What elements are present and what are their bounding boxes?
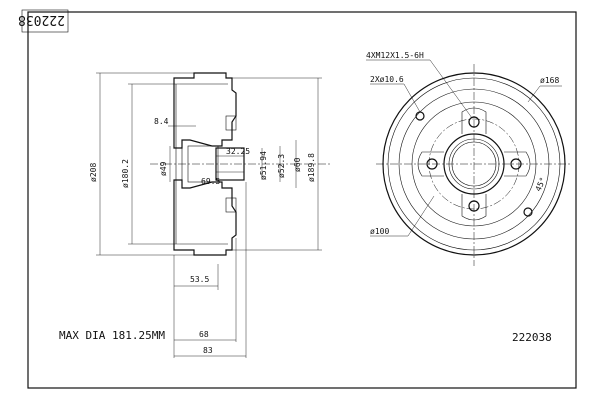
dim-depth-mid: 68 — [199, 330, 209, 339]
outer-rim — [382, 72, 566, 256]
thread-hole-top — [468, 116, 480, 128]
bolt-boss-upper — [225, 115, 237, 131]
rim-inner — [387, 77, 561, 251]
hub-sleeve — [215, 147, 245, 181]
max-dia-note: MAX DIA 181.25MM — [59, 329, 165, 342]
dim-depth-inner: 53.5 — [190, 275, 209, 284]
thread-hole-left — [426, 158, 438, 170]
hub-boss-top — [461, 107, 487, 134]
hub-boss-left — [417, 151, 444, 177]
drum-profile-lower — [173, 179, 237, 256]
hub-circle-outer — [443, 133, 505, 195]
part-number-stamp: 222038 — [18, 9, 69, 33]
dim-hub-bore: ø51.94 — [259, 151, 268, 180]
dim-step-a: 8.4 — [154, 117, 169, 126]
dim-step-c: 69.5 — [201, 177, 220, 186]
thread-hole-right — [510, 158, 522, 170]
dim-angle: 45° — [534, 176, 548, 193]
rib-circle — [411, 101, 537, 227]
side-view: ø208 ø180.2 ø49 8.4 32.25 69.5 ø51.94 ø5… — [89, 72, 330, 358]
hub-circle-inner — [451, 141, 497, 187]
thread-hole-bottom — [468, 200, 480, 212]
hub-bore — [187, 145, 219, 183]
dim-hub-outer: ø52.3 — [277, 154, 286, 178]
dim-flange-dia: ø189.8 — [307, 153, 316, 182]
front-view: 4XM12X1.5-6H 2Xø10.6 ø168 ø100 45° — [366, 51, 572, 266]
bolt-boss-lower — [225, 197, 237, 213]
dim-center-bore: ø49 — [159, 161, 168, 176]
dim-drum-inner-dia: ø180.2 — [121, 159, 130, 188]
dim-step-b: 32.25 — [226, 147, 250, 156]
stamp-text: 222038 — [18, 12, 65, 27]
outer-circle-168 — [398, 88, 550, 240]
small-hole-lower-right — [523, 207, 533, 217]
pitch-circle — [428, 118, 520, 210]
hub-boss-bottom — [461, 194, 487, 221]
dim-depth-total: 83 — [203, 346, 213, 355]
dim-thread: 4XM12X1.5-6H — [366, 51, 424, 60]
hub-circle-mid — [448, 138, 500, 190]
dim-hub-flange: ø60 — [293, 157, 302, 172]
part-number-label: 222038 — [512, 331, 552, 344]
dim-outer-circle: ø168 — [540, 76, 559, 85]
dim-pitch-circle: ø100 — [370, 227, 389, 236]
dim-holes: 2Xø10.6 — [370, 75, 404, 84]
hub-boss-right — [504, 151, 531, 177]
sheet-border — [27, 11, 577, 389]
dim-outer-dia: ø208 — [89, 163, 98, 182]
drum-profile-upper — [173, 72, 237, 149]
small-hole-upper-left — [415, 111, 425, 121]
